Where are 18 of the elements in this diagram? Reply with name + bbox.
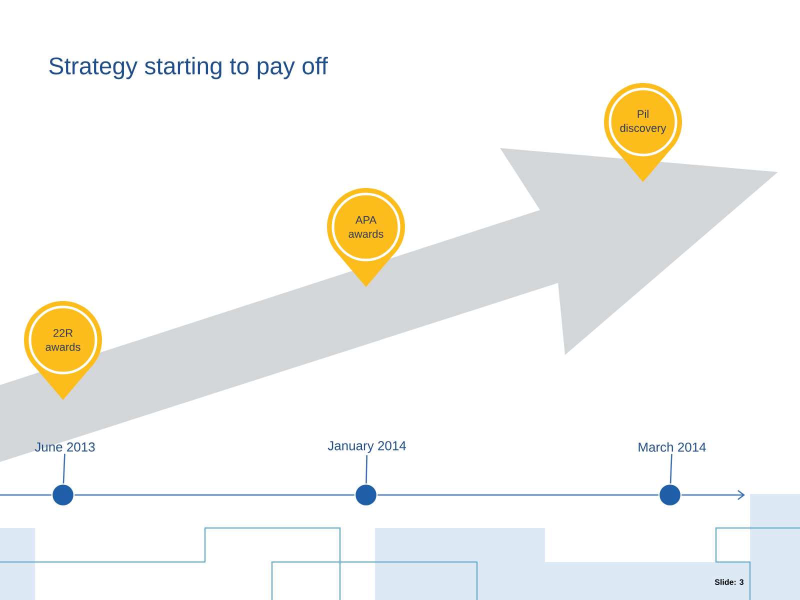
timeline-line [682, 490, 745, 500]
date-label: March 2014 [638, 442, 706, 452]
map-pin: APA awards [327, 188, 405, 287]
leader-line [670, 454, 672, 484]
date-label: June 2013 [34, 442, 95, 452]
timeline-line [74, 494, 354, 496]
map-pin: Pil discovery [604, 83, 682, 182]
map-pin: 22R awards [24, 301, 102, 400]
timeline-line [378, 494, 658, 496]
leader-line [366, 455, 368, 484]
timeline-dot [354, 483, 378, 507]
title: Strategy starting to pay off [49, 56, 328, 80]
timeline-dot [51, 483, 75, 507]
leader-line [62, 454, 66, 484]
date-label: January 2014 [328, 441, 406, 453]
slide-number: Slide: 3 [714, 579, 744, 585]
timeline-dot [658, 483, 682, 507]
timeline-line [0, 494, 52, 496]
